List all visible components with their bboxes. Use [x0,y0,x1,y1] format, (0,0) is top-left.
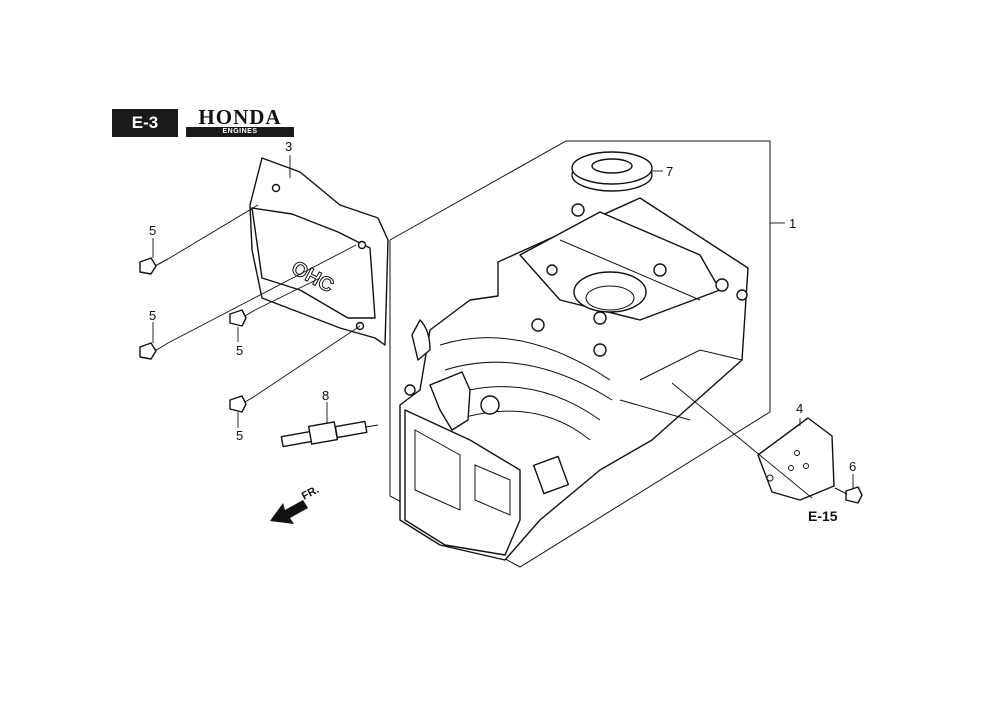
direction-label: FR. [300,484,321,503]
callout-5-upper: 5 [149,223,156,238]
head-cover-part: OHC [249,157,389,346]
section-code-badge: E-3 [112,109,178,137]
leader-5-small-a [254,277,321,311]
callout-8: 8 [322,388,329,403]
callout-5-small-b: 5 [236,428,243,443]
reference-e15: E-15 [808,508,838,524]
bolt-small-b [229,395,256,413]
leader-5-upper [167,204,259,260]
bolt-flange [834,486,863,504]
assembly-group-outline [389,140,771,568]
callout-3: 3 [285,139,292,154]
cylinder-barrel-part [399,197,749,561]
gasket-part [757,417,835,501]
bolt-cover-upper [139,257,169,275]
leader-4-to-body [671,382,813,499]
bolt-cover-lower [139,342,169,360]
leader-5-small-b [254,325,361,397]
front-direction-arrow-icon [270,500,308,524]
callout-6: 6 [849,459,856,474]
oil-seal-part [571,151,653,192]
callout-5-lower: 5 [149,308,156,323]
leader-5-lower [167,244,357,344]
bolt-small-a [229,309,256,327]
spark-plug-part [280,420,379,448]
brand-sub: ENGINES [186,127,294,137]
callout-4: 4 [796,401,803,416]
honda-engines-logo: HONDA ENGINES [182,106,298,138]
brand-name: HONDA [198,105,282,129]
callout-5-small-a: 5 [236,343,243,358]
callout-7: 7 [666,164,673,179]
callout-1: 1 [789,216,796,231]
